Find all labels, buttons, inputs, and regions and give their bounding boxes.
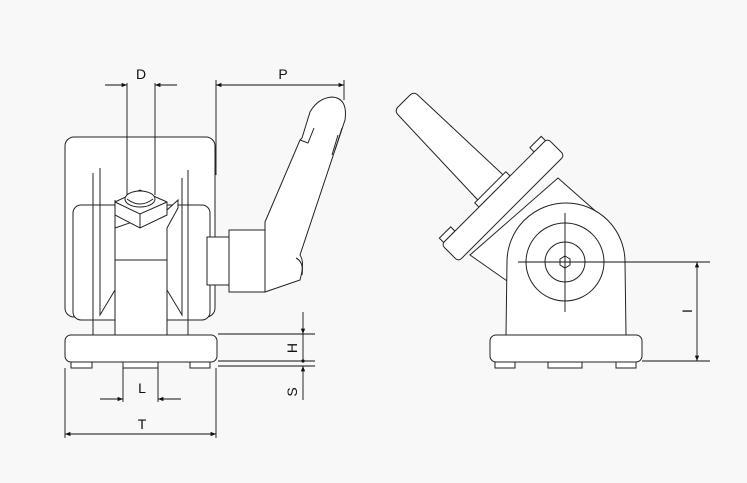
foot <box>122 361 159 369</box>
base-plate <box>64 334 218 363</box>
dimension-label-d: D <box>136 66 146 82</box>
dimension-label-p: P <box>278 66 287 82</box>
foot <box>189 361 211 369</box>
tilted-plate-assembly <box>395 92 564 261</box>
foot <box>547 361 583 369</box>
side-view <box>395 92 710 369</box>
dimension-lines <box>64 80 345 438</box>
handle <box>395 92 508 205</box>
dimension-label-h: H <box>284 343 300 353</box>
tilt-plate <box>442 139 564 261</box>
foot <box>615 361 637 369</box>
hex-nut <box>114 189 168 229</box>
clamp-lever <box>206 96 346 293</box>
foot <box>494 361 516 369</box>
dimension-label-t: T <box>138 416 147 432</box>
dimension-label-l: L <box>138 380 146 396</box>
front-view <box>64 96 346 369</box>
dimension-label-s: S <box>284 387 300 396</box>
dimension-label-i: I <box>679 309 695 313</box>
base-plate <box>489 334 643 363</box>
foot <box>70 361 93 369</box>
